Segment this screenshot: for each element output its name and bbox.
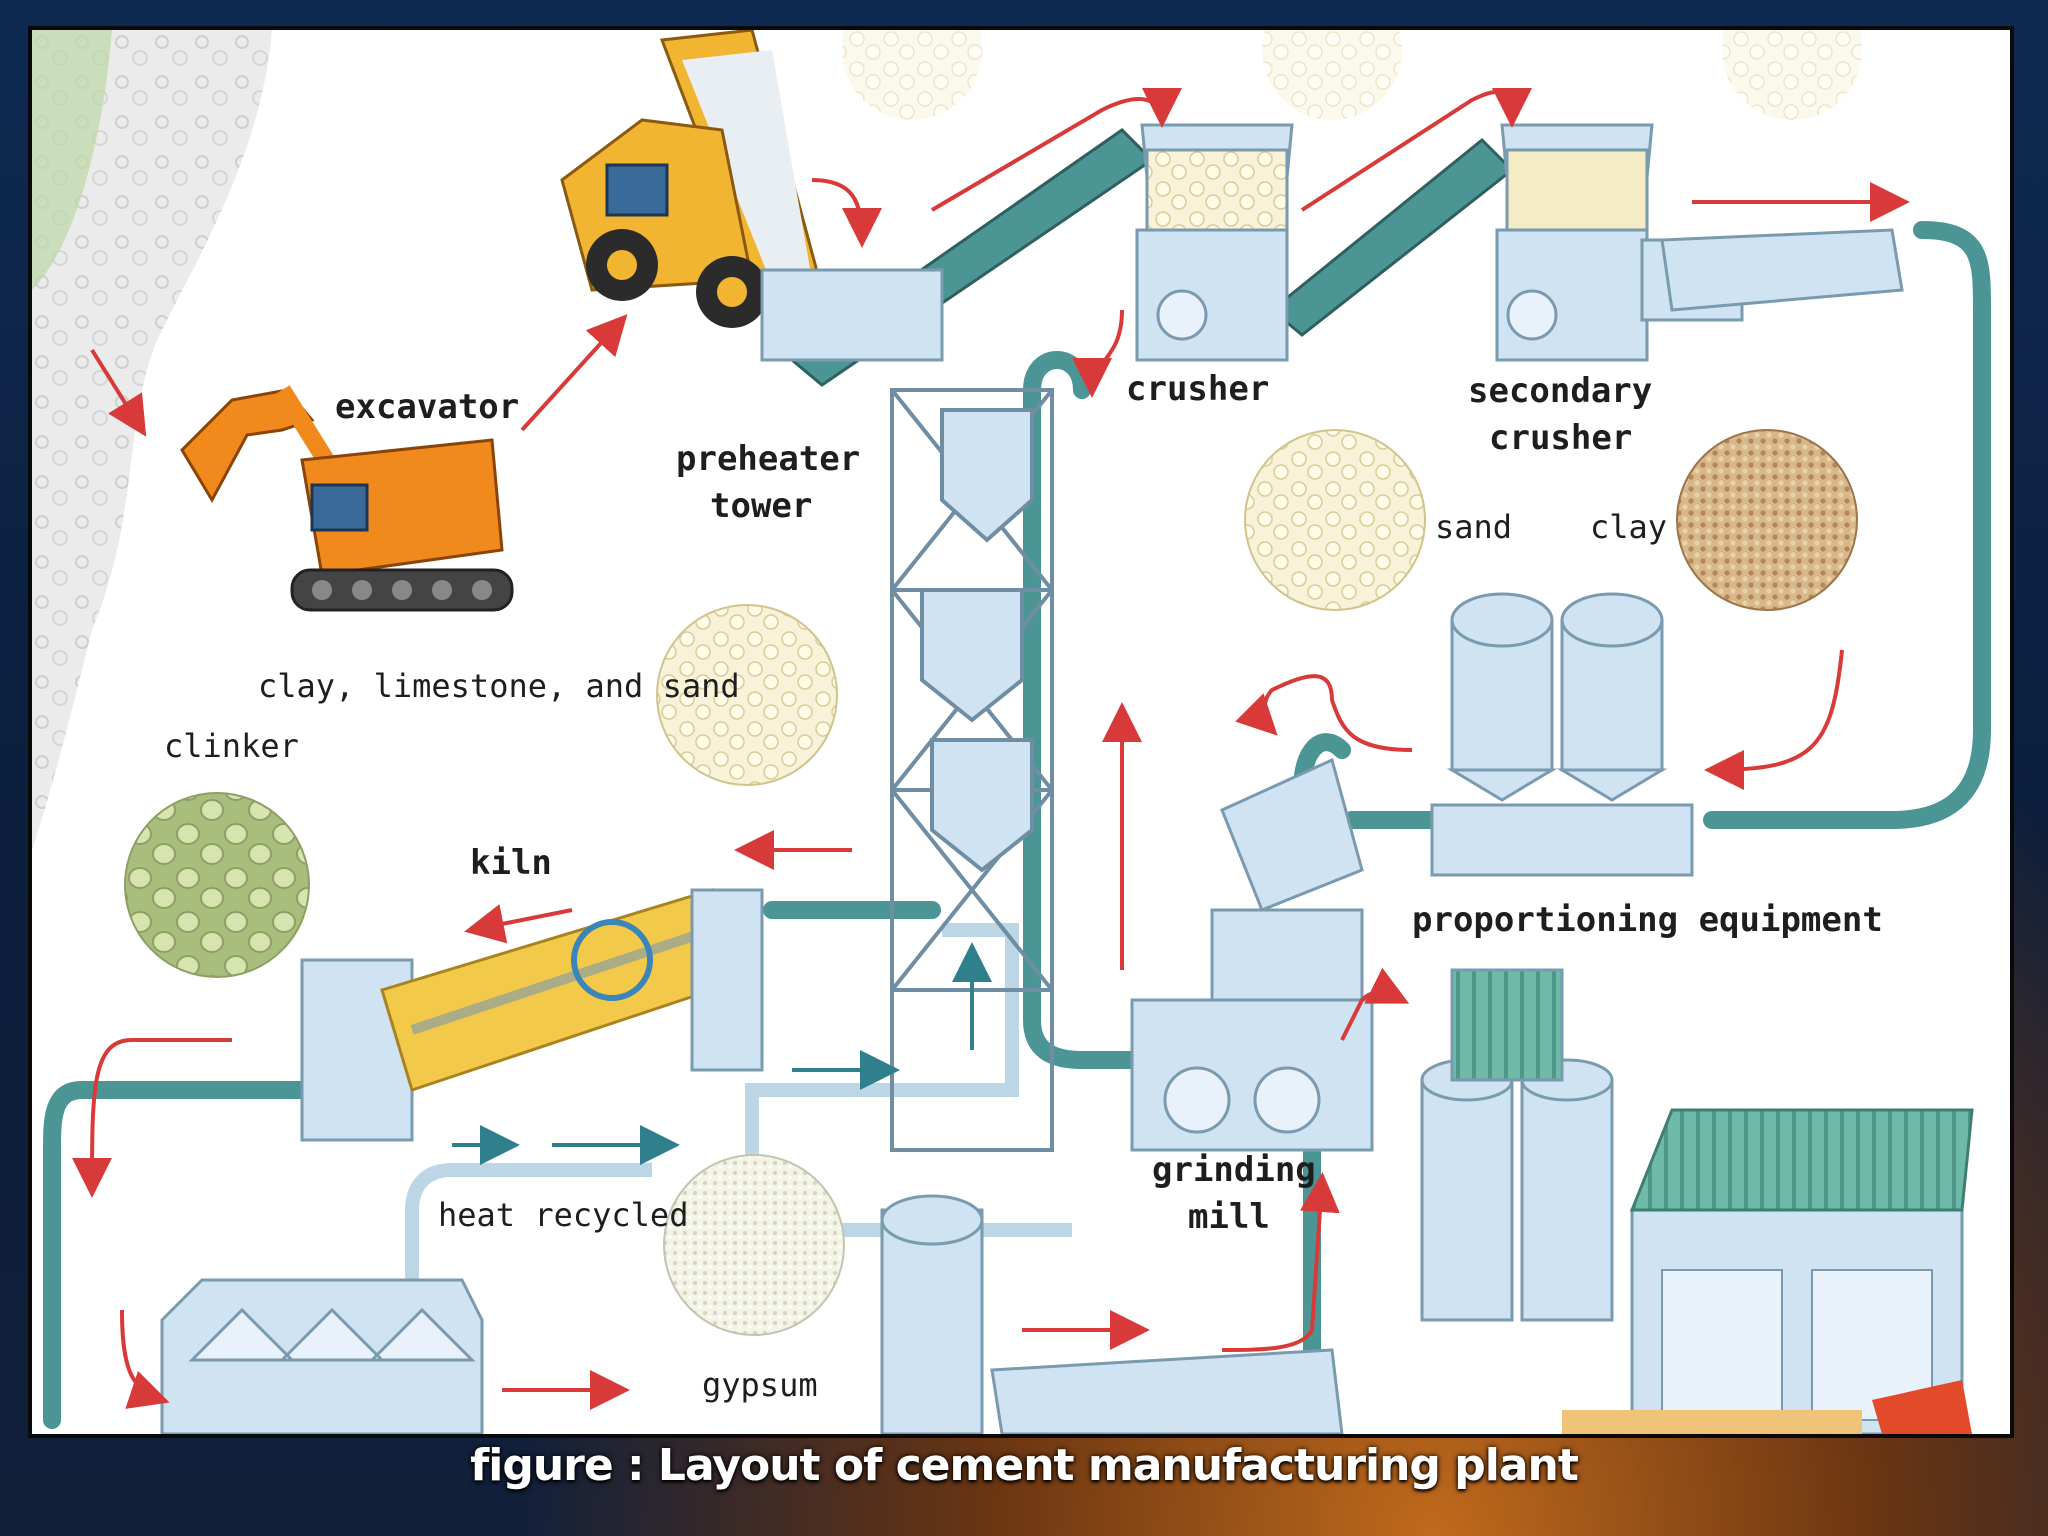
diagram-labels: excavator clay, limestone, and sand clin… — [164, 369, 1883, 1404]
label-crusher: crusher — [1126, 369, 1269, 409]
label-sand: sand — [1435, 508, 1512, 546]
figure-caption: figure : Layout of cement manufacturing … — [470, 1440, 1579, 1491]
raw-material-sample-circle — [656, 604, 838, 786]
label-clay: clay — [1590, 508, 1667, 546]
gypsum-sample-circle — [663, 1154, 845, 1336]
label-secondary-crusher: crusher — [1489, 418, 1632, 458]
preheater-tower-structure — [890, 388, 1054, 1152]
label-gypsum: gypsum — [702, 1366, 818, 1404]
label-proportioning-equipment: proportioning equipment — [1412, 900, 1883, 940]
plant-diagram: excavator clay, limestone, and sand clin… — [32, 30, 1991, 1434]
label-raw-materials: clay, limestone, and sand — [258, 667, 740, 705]
clinker-cooler-machine — [160, 1278, 484, 1434]
label-secondary: secondary — [1468, 371, 1652, 411]
label-mill: mill — [1188, 1197, 1270, 1237]
storage-silos — [1420, 968, 1614, 1322]
top-sample-circles — [842, 30, 1862, 120]
sand-sample-circle — [1244, 429, 1426, 611]
diagram-panel: excavator clay, limestone, and sand clin… — [28, 26, 2014, 1438]
label-clinker: clinker — [164, 727, 299, 765]
crusher-machine — [1135, 123, 1294, 362]
label-grinding: grinding — [1152, 1150, 1316, 1190]
heat-flow-arrows — [452, 942, 992, 1165]
proportioning-equipment-machine — [1430, 592, 1694, 877]
excavator-illustration — [180, 385, 514, 612]
label-preheater: preheater — [676, 439, 860, 479]
clinker-sample-circle — [124, 792, 310, 978]
label-heat-recycled: heat recycled — [438, 1196, 688, 1234]
label-kiln: kiln — [470, 843, 552, 883]
label-excavator: excavator — [335, 387, 519, 427]
flow-arrows — [72, 87, 1910, 1410]
label-tower: tower — [710, 486, 812, 526]
clay-sample-circle — [1676, 429, 1858, 611]
kiln-machine — [300, 888, 764, 1142]
secondary-crusher-machine — [1495, 123, 1904, 362]
grinding-mill-machine — [1130, 757, 1374, 1152]
warehouse-building — [1562, 1108, 1974, 1434]
cement-mill-machine — [880, 1194, 1344, 1434]
conveyor-belts — [760, 128, 1515, 387]
dump-truck-illustration — [560, 30, 824, 333]
quarry-cliff — [32, 30, 272, 850]
